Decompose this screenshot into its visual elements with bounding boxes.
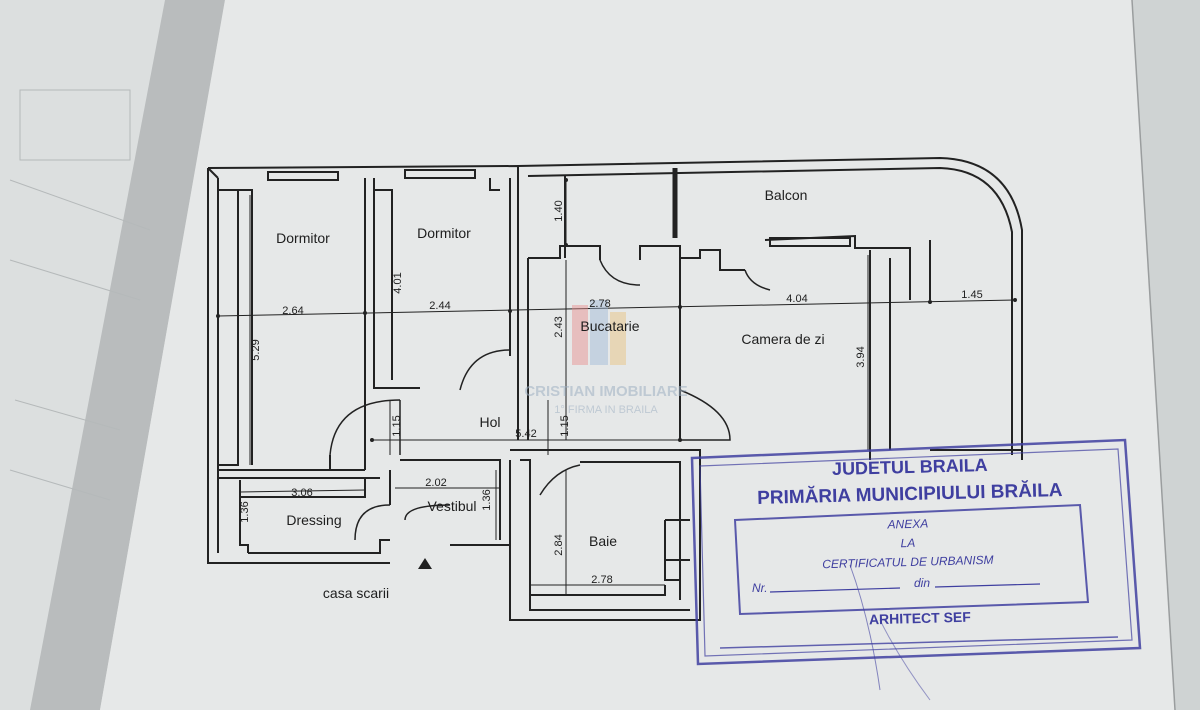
stamp-anexa: ANEXA	[886, 516, 928, 531]
room-hol: Hol	[479, 414, 500, 430]
dim-label: 1.40	[553, 200, 565, 221]
dim-label: 2.43	[553, 316, 565, 337]
room-bucatarie: Bucatarie	[580, 318, 639, 334]
left-page-lines	[9, 89, 151, 501]
dim-label: 2.64	[282, 305, 303, 317]
dim-label: 2.78	[589, 298, 610, 310]
room-vestibul: Vestibul	[427, 498, 476, 514]
door-swings	[329, 259, 771, 541]
stamp-la: LA	[900, 536, 915, 550]
dim-label: 2.84	[553, 534, 565, 555]
dim-label: 1.15	[559, 415, 571, 436]
stamp-din: din	[914, 576, 930, 590]
dimension-ticks	[216, 178, 1017, 442]
room-dressing: Dressing	[286, 512, 341, 528]
room-balcon: Balcon	[765, 187, 808, 203]
dim-label: 1.36	[239, 501, 251, 522]
signature-stroke	[849, 564, 881, 691]
stamp-certificat: CERTIFICATUL DE URBANISM	[822, 553, 994, 571]
dim-label: 1.15	[391, 415, 403, 436]
stamp-county: JUDETUL BRAILA	[832, 455, 988, 479]
dimension-lines	[217, 180, 1016, 595]
entrance-arrow-icon	[418, 558, 432, 569]
dim-label: 2.44	[429, 300, 450, 312]
dim-label: 4.01	[392, 272, 404, 293]
page-shadow	[30, 0, 225, 710]
watermark-brand: CRISTIAN IMOBILIARE	[524, 383, 687, 400]
room-baie: Baie	[589, 533, 617, 549]
dim-label: 3.06	[291, 487, 312, 499]
dim-label: 1.36	[481, 489, 493, 510]
dim-label: 3.94	[855, 346, 867, 367]
room-camera-de-zi: Camera de zi	[741, 331, 824, 347]
room-dormitor-right: Dormitor	[417, 225, 471, 241]
watermark-tagline: 1° FIRMA IN BRAILA	[554, 404, 658, 416]
dim-label: 2.78	[591, 574, 612, 586]
label-casa-scarii: casa scarii	[323, 585, 389, 601]
stamp-nr: Nr.	[752, 581, 768, 595]
main-page	[100, 0, 1175, 710]
dim-label: 5.42	[515, 428, 536, 440]
walls	[207, 156, 1023, 621]
watermark: CRISTIAN IMOBILIARE 1° FIRMA IN BRAILA	[524, 300, 688, 416]
dim-label: 4.04	[786, 293, 807, 305]
dim-label: 1.45	[961, 289, 982, 301]
stamp-arhitect: ARHITECT SEF	[869, 609, 972, 628]
room-dormitor-left: Dormitor	[276, 230, 330, 246]
dim-label: 2.02	[425, 477, 446, 489]
dim-label: 5.29	[250, 339, 262, 360]
